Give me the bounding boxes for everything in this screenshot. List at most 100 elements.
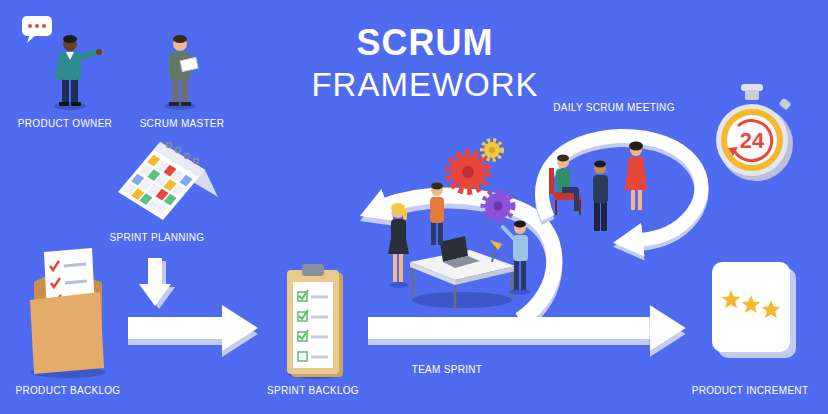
gears-icon xyxy=(482,140,502,160)
planning-down-arrow xyxy=(139,258,171,306)
sprint-clipboard-icon xyxy=(298,352,307,361)
team-man-figure xyxy=(430,183,444,246)
backlog-folder-icon xyxy=(65,281,87,283)
increment-star-card xyxy=(712,262,796,358)
sprint-clipboard-icon xyxy=(311,356,328,359)
scrum-master-figure xyxy=(164,102,196,110)
team-man-figure xyxy=(509,289,531,295)
backlog-folder-icon xyxy=(51,278,60,287)
product-owner-figure xyxy=(78,52,97,58)
team-man-figure xyxy=(514,259,519,290)
product-owner-figure xyxy=(71,102,81,106)
calendar-icon xyxy=(167,143,172,148)
calendar-icon xyxy=(118,142,205,220)
node-caption: SPRINT BACKLOG xyxy=(267,384,359,400)
title-holder: SCRUM FRAMEWORK xyxy=(300,22,550,106)
node-caption: PRODUCT INCREMENT xyxy=(692,384,809,400)
seated-man-figure xyxy=(557,155,569,162)
flow-arrow-group xyxy=(128,328,222,334)
calendar-icon xyxy=(164,194,177,206)
sprint-clipboard-icon xyxy=(287,270,339,374)
standing-man-figure xyxy=(594,201,600,231)
gears-icon xyxy=(448,152,488,192)
flow-arrow-group xyxy=(368,328,650,334)
flow-arrow xyxy=(368,317,650,339)
team-desk xyxy=(443,256,480,268)
product-owner-figure xyxy=(54,102,86,110)
event-label: TEAM SPRINT xyxy=(412,363,483,377)
product-owner-figure xyxy=(58,58,61,77)
scrum-master-figure xyxy=(173,35,187,43)
gears-icon xyxy=(462,166,474,178)
sprint-loop xyxy=(385,195,554,325)
sprint-clipboard-icon xyxy=(302,264,324,276)
increment-star-card xyxy=(722,290,741,308)
seated-man-figure xyxy=(549,155,582,216)
product-owner-figure xyxy=(66,52,74,60)
standing-woman-figure xyxy=(625,157,647,190)
seated-man-figure xyxy=(555,200,557,215)
standing-man-figure xyxy=(601,201,607,231)
sprint-backlog-figure: SPRINT BACKLOG xyxy=(258,262,368,400)
seated-man-figure xyxy=(549,168,554,194)
sprint-clipboard-icon xyxy=(299,330,308,339)
daily-loop xyxy=(542,136,702,240)
stopwatch-icon xyxy=(779,98,792,111)
team-woman-figure xyxy=(391,219,406,241)
scrum-master-figure xyxy=(181,76,188,105)
speech-bubble xyxy=(35,24,39,28)
increment-star-card xyxy=(742,295,761,313)
gears-icon xyxy=(451,155,485,189)
seated-man-figure xyxy=(579,200,581,215)
calendar-icon xyxy=(118,142,218,220)
team-desk xyxy=(490,240,502,250)
team-desk xyxy=(412,292,512,308)
product-owner-figure xyxy=(63,35,77,43)
calendar-icon xyxy=(180,175,193,187)
stopwatch-icon xyxy=(728,147,738,156)
scrum-master-figure xyxy=(180,57,198,71)
speech-bubble xyxy=(28,24,32,28)
backlog-folder-icon xyxy=(64,264,86,266)
stopwatch-icon xyxy=(716,84,793,181)
team-man-figure xyxy=(430,197,444,223)
speech-bubble xyxy=(22,16,52,43)
team-woman-figure xyxy=(389,282,409,288)
standing-man-figure xyxy=(593,175,608,203)
label-holder: SCRUM MASTER xyxy=(140,117,225,131)
standing-man-figure xyxy=(593,161,608,232)
role-label: SCRUM MASTER xyxy=(140,117,225,131)
team-man-figure xyxy=(503,227,515,240)
team-man-figure xyxy=(514,221,526,228)
scrum-master-figure xyxy=(172,76,179,105)
team-man-figure xyxy=(431,221,436,245)
label-holder: TEAM SPRINT xyxy=(412,363,483,377)
calendar-icon xyxy=(118,142,205,220)
team-woman-figure xyxy=(403,208,407,220)
increment-star-card xyxy=(762,300,781,318)
node-caption: PRODUCT BACKLOG xyxy=(16,384,121,400)
sprint-clipboard-icon xyxy=(311,336,328,339)
increment-figure: PRODUCT INCREMENT xyxy=(686,258,815,400)
stopwatch-icon xyxy=(719,107,793,181)
team-desk xyxy=(410,262,455,285)
stopwatch-icon xyxy=(716,104,788,176)
calendar-icon xyxy=(176,148,181,153)
product-owner-figure xyxy=(62,76,69,105)
timebox-number: 24 xyxy=(740,129,764,153)
team-man-figure xyxy=(431,183,443,190)
speech-bubble xyxy=(27,34,37,43)
team-woman-figure xyxy=(393,250,397,282)
gears-icon xyxy=(484,142,500,158)
team-woman-figure xyxy=(391,203,405,213)
scrum-master-figure xyxy=(164,35,198,110)
scrum-master-figure xyxy=(181,102,191,106)
speech-bubble xyxy=(42,24,46,28)
team-man-figure xyxy=(503,221,531,296)
event-label: SPRINT PLANNING xyxy=(110,231,205,245)
label-holder: SPRINT PLANNING xyxy=(110,231,205,245)
team-desk xyxy=(410,236,515,310)
sprint-loop xyxy=(385,195,554,320)
sprint-clipboard-icon xyxy=(287,264,344,379)
calendar-icon xyxy=(194,159,199,164)
